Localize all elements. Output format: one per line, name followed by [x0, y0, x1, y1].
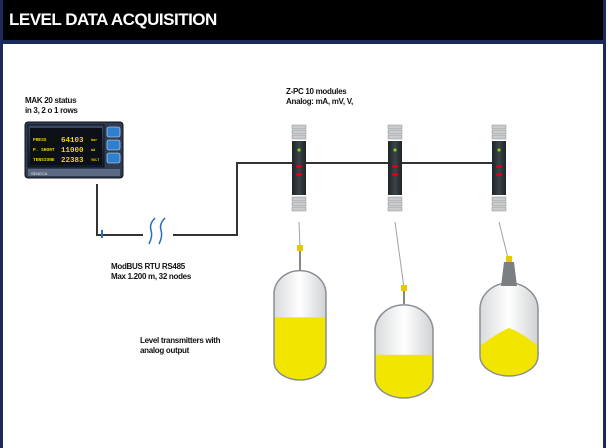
display-row-3-value: 22383	[61, 157, 84, 165]
zpc-module-1	[291, 124, 307, 212]
modules-caption: Z-PC 10 modules Analog: mA, mV, V,	[286, 87, 353, 107]
display-screen	[30, 128, 102, 165]
tank-1	[273, 221, 327, 381]
tank-2	[374, 221, 434, 399]
svg-text:SENECA: SENECA	[31, 171, 48, 176]
transmitters-caption-line2: analog output	[140, 346, 189, 355]
bus-caption: ModBUS RTU RS485 Max 1.200 m, 32 nodes	[111, 262, 191, 282]
display-row-1-unit: bar	[91, 138, 97, 143]
module-group	[291, 124, 507, 212]
display-caption-line2: in 3, 2 o 1 rows	[25, 106, 78, 115]
display-caption: MAK 20 status in 3, 2 o 1 rows	[25, 96, 78, 116]
display-drop-wire	[96, 184, 143, 236]
title-underline	[3, 40, 603, 44]
display-row-2-label: P. SHORT	[33, 147, 55, 153]
transmitters-caption: Level transmitters with analog output	[140, 336, 221, 356]
bus-line-right	[173, 162, 499, 236]
hmi-display-device: SENECA PRESS 64103 bar P. SHORT 11000 mA…	[24, 121, 124, 179]
tank-3	[479, 221, 539, 377]
display-row-1-value: 64103	[61, 137, 84, 145]
bus-break-symbol	[148, 217, 166, 245]
transmitters-caption-line1: Level transmitters with	[140, 336, 221, 345]
zpc-module-3	[491, 124, 507, 212]
display-keypad	[106, 126, 121, 164]
display-row-2-unit: mA	[91, 149, 96, 153]
zpc-module-2	[387, 124, 403, 212]
tank-group	[273, 221, 539, 399]
display-caption-line1: MAK 20 status	[25, 96, 77, 105]
display-row-3-unit: VOLT	[91, 159, 99, 163]
diagram-canvas: SENECA PRESS 64103 bar P. SHORT 11000 mA…	[24, 121, 539, 399]
display-row-1-label: PRESS	[33, 137, 47, 143]
modules-caption-line1: Z-PC 10 modules	[286, 87, 347, 96]
display-row-3-label: TENSIONE	[33, 157, 55, 163]
modules-caption-line2: Analog: mA, mV, V,	[286, 97, 353, 106]
bus-wiring	[96, 162, 499, 236]
bus-caption-line1: ModBUS RTU RS485	[111, 262, 185, 271]
display-row-2-value: 11000	[61, 147, 84, 155]
bus-caption-line2: Max 1.200 m, 32 nodes	[111, 272, 191, 281]
page-title: LEVEL DATA ACQUISITION	[3, 0, 603, 40]
